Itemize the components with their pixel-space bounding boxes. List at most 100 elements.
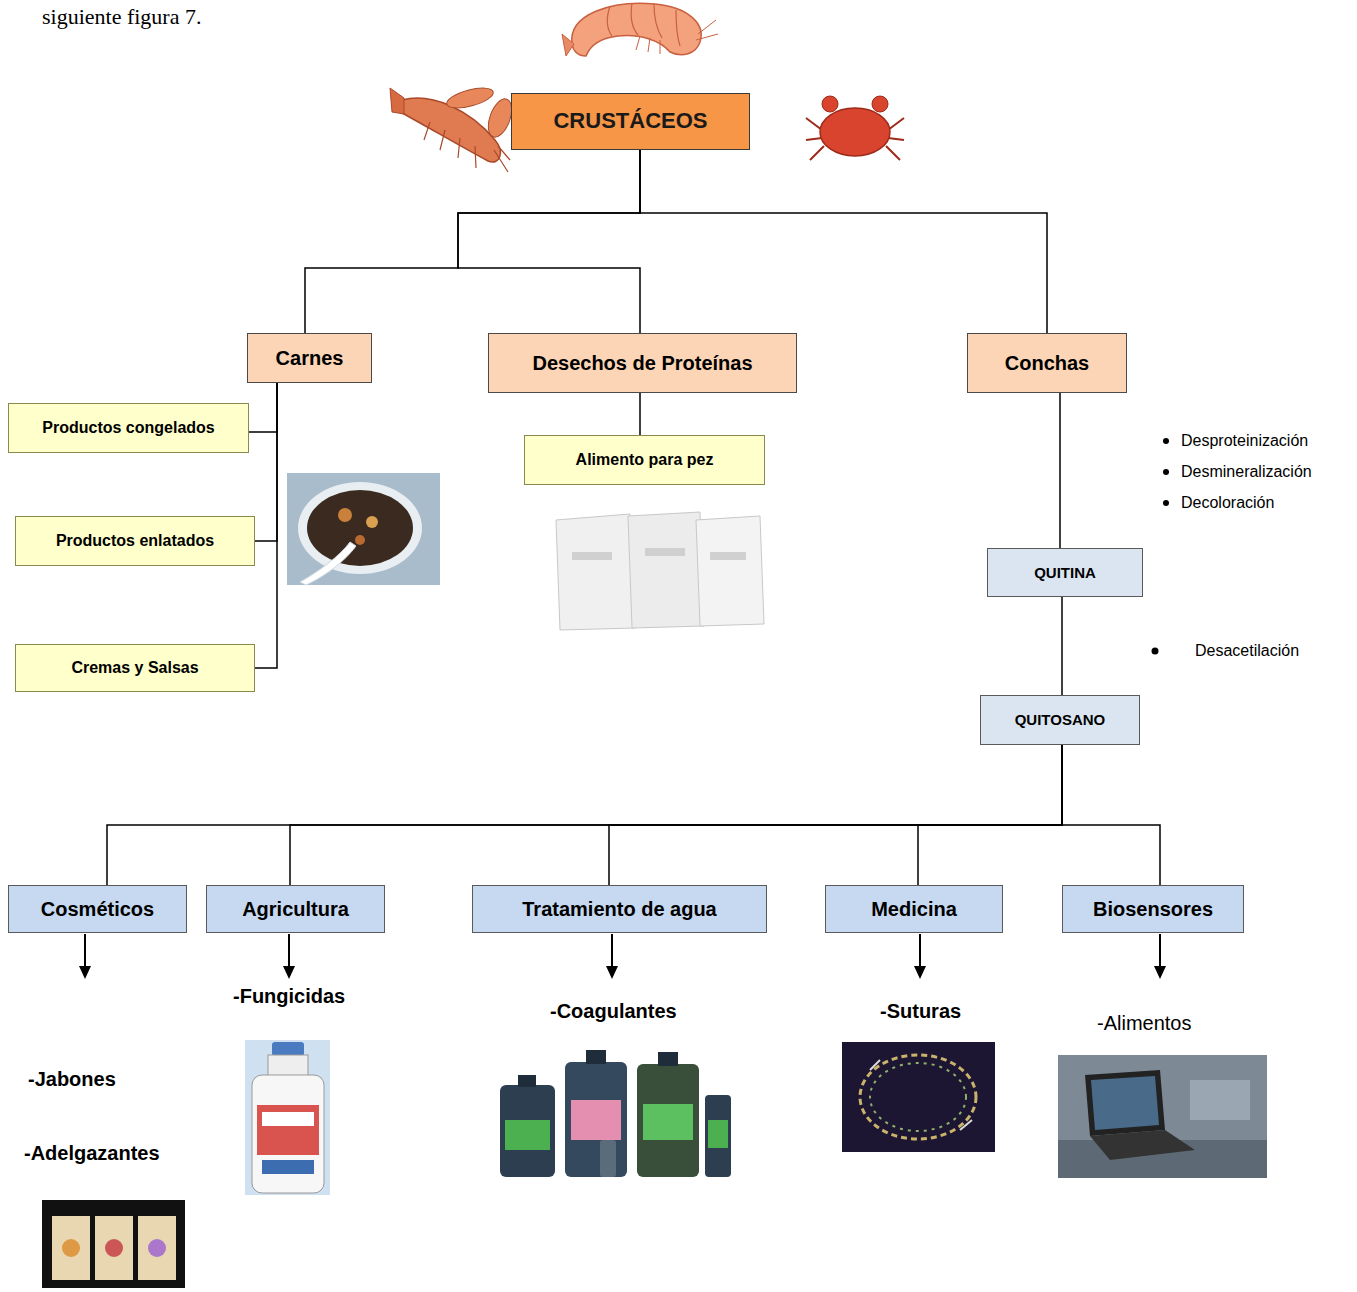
process-box: Conchas [967,333,1127,393]
annotation-label: -Adelgazantes [24,1141,160,1165]
tree-connector [255,383,277,541]
vial [600,1140,616,1177]
bullet [1152,648,1159,655]
process-box: QUITOSANO [980,695,1140,745]
laptop-base [1090,1130,1195,1160]
jug-cap [518,1075,536,1087]
example-arrows [79,934,1166,979]
crab-shell [820,108,890,156]
node-text: QUITINA [1034,564,1096,582]
box-case [42,1200,185,1288]
photo-ground [842,1042,995,1152]
soap-mark [105,1239,123,1257]
laptop-screen [1091,1076,1159,1130]
node-text: Tratamiento de agua [522,897,717,921]
tree-connector [107,745,1062,885]
laptop-screen-frame [1085,1070,1165,1136]
arrow-shaft [84,934,86,968]
tree-connector [255,383,277,668]
node-text: CRUSTÁCEOS [553,108,707,134]
soap-box [52,1216,90,1280]
annotation-label: Desmineralización [1181,462,1312,481]
lobster-tail [390,88,404,114]
annotation-label: siguiente figura 7. [42,4,201,30]
shrimp-picture [562,3,718,56]
bullet [1163,500,1169,506]
feed-bag [696,516,764,626]
crab-claw [822,96,838,112]
node-text: Conchas [1005,351,1089,375]
process-box: QUITINA [987,548,1143,597]
process-box: Agricultura [206,885,385,933]
bottle-body [252,1075,324,1193]
lobster-claw [445,84,496,112]
annotation-label: Desacetilación [1195,641,1299,660]
tree-connector [249,383,277,432]
arrow-shaft [919,934,921,968]
soup-piece [338,508,352,522]
process-box: Tratamiento de agua [472,885,767,933]
tree-connector [1061,597,1063,695]
feed-bag [556,514,636,630]
bottle-label [257,1105,319,1155]
annotation-label: -Alimentos [1097,1011,1191,1035]
arrow-shaft [1159,934,1161,968]
process-box: Desechos de Proteínas [488,333,797,393]
annotation-label: Desproteinización [1181,431,1308,450]
shrimp-legs [636,20,718,54]
bag-print [645,548,685,556]
soap-box [138,1216,176,1280]
node-text: Cremas y Salsas [71,658,198,677]
node-text: Biosensores [1093,897,1213,921]
tree-connector [1059,393,1061,548]
annotation-label: Decoloración [1181,493,1274,512]
process-box: Biosensores [1062,885,1244,933]
feed-bags-picture [556,512,764,630]
process-box: CRUSTÁCEOS [511,93,750,150]
jug-cap [586,1050,606,1064]
process-box: Cremas y Salsas [15,644,255,692]
node-text: Desechos de Proteínas [532,351,752,375]
feed-bag [628,512,704,628]
bottle-neck [268,1055,308,1077]
soup-piece [355,535,365,545]
crab-picture [806,96,904,160]
process-box: Alimento para pez [524,435,765,485]
shrimp-tail [562,34,574,56]
arrow-head [1154,966,1166,979]
bottle [705,1095,731,1177]
annotation-label: -Jabones [28,1067,116,1091]
jug [500,1085,555,1177]
tree-connector [458,150,640,333]
node-text: QUITOSANO [1015,711,1106,729]
tree-connector [640,150,1047,333]
suture-needle [870,1060,972,1130]
soup-bowl-picture [287,473,440,585]
photo-ground [1058,1055,1267,1178]
annotation-label: -Coagulantes [550,999,677,1023]
node-text: Medicina [871,897,957,921]
node-text: Productos enlatados [56,531,214,550]
tree-connector [290,745,1062,885]
annotation-label: -Suturas [880,999,961,1023]
spoon [300,542,356,585]
jug-label [643,1104,693,1140]
jug [637,1064,699,1177]
jug [565,1062,627,1177]
annotation-label: -Fungicidas [233,984,345,1008]
fungicide-bottle-picture [245,1040,330,1195]
soap-mark [62,1239,80,1257]
node-text: Cosméticos [41,897,154,921]
jug-cap [658,1052,678,1066]
jug-label [571,1100,621,1140]
suture-thread [860,1055,976,1139]
node-text: Carnes [276,346,344,370]
shrimp-segments [607,3,680,46]
suture-thread [870,1063,966,1131]
soup-piece [366,516,378,528]
instrument [1190,1080,1250,1120]
bowl-rim [298,482,422,574]
tree-connector [305,150,640,333]
bottle-label-band [262,1160,314,1174]
